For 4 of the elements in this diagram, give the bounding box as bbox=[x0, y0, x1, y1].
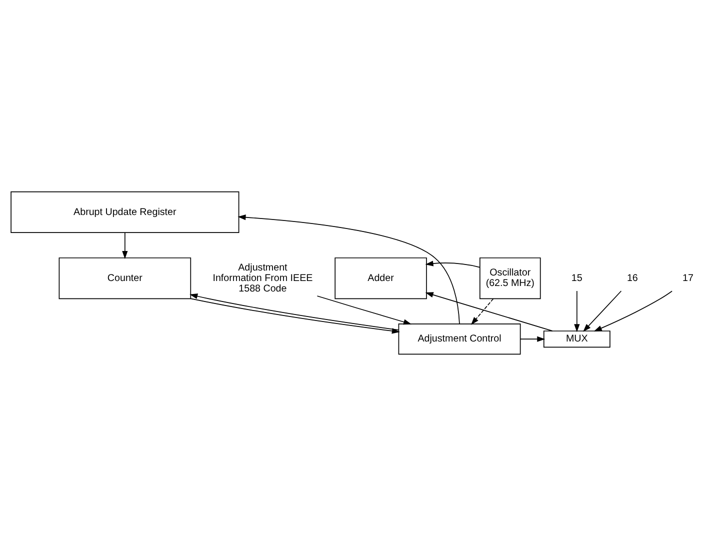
node-text: Adjustment Information From IEEE 1588 Code bbox=[212, 262, 313, 294]
node-text: 15 bbox=[571, 272, 582, 284]
node-text: 16 bbox=[626, 272, 638, 284]
node-text: 17 bbox=[682, 272, 694, 284]
